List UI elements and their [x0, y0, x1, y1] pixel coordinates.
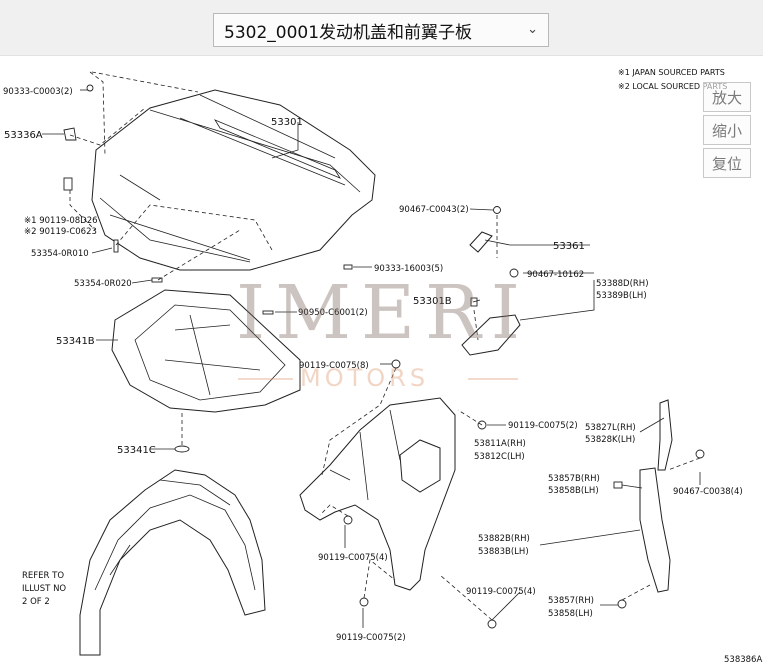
watermark-brand: IMERI [236, 270, 530, 356]
label-53883b: 53883B(LH) [478, 547, 529, 557]
label-90119-c0075-8: 90119-C0075(8) [299, 361, 369, 371]
label-diagram-id: 538386A [724, 655, 762, 665]
zoom-out-button[interactable]: 缩小 [703, 115, 751, 145]
label-53828k: 53828K(LH) [585, 435, 635, 445]
diagram-selector[interactable]: 5302_0001发动机盖和前翼子板 ⌄ [213, 13, 549, 47]
label-90119-c0075-2b: 90119-C0075(2) [336, 633, 406, 643]
hood-prop-clip [469, 231, 493, 253]
label-90467-c0038: 90467-C0038(4) [673, 487, 743, 497]
label-53301b: 53301B [413, 296, 452, 307]
label-90119-08d26: ※1 90119-08D26 [24, 216, 98, 226]
label-90467-10162: 90467-10162 [527, 270, 584, 280]
fender-liner [79, 469, 266, 656]
chevron-down-icon[interactable]: ⌄ [527, 22, 538, 37]
reset-button[interactable]: 复位 [703, 148, 751, 178]
label-53336a: 53336A [4, 130, 43, 141]
diagram-selector-value: 5302_0001发动机盖和前翼子板 [224, 22, 473, 43]
label-53812c: 53812C(LH) [474, 452, 525, 462]
assembly-dashed-lines [69, 71, 701, 621]
note-local-sourced: ※2 LOCAL SOURCED PARTS [618, 82, 728, 91]
label-90467-c0043: 90467-C0043(2) [399, 205, 469, 215]
label-53354-0r010: 53354-0R010 [31, 249, 89, 259]
label-53389b: 53389B(LH) [596, 291, 647, 301]
watermark-line-right [468, 378, 518, 380]
label-53354-0r020: 53354-0R020 [74, 279, 132, 289]
label-refer-to: REFER TO [22, 571, 64, 581]
label-53301: 53301 [271, 117, 303, 128]
label-90333-c0003: 90333-C0003(2) [3, 87, 73, 97]
label-53341c: 53341C [117, 445, 156, 456]
label-53857b: 53857B(RH) [548, 474, 600, 484]
label-90119-c0075-2a: 90119-C0075(2) [508, 421, 578, 431]
zoom-in-button[interactable]: 放大 [703, 82, 751, 112]
label-53811a: 53811A(RH) [474, 439, 526, 449]
watermark-line-left [238, 378, 293, 380]
label-53858b: 53858B(LH) [548, 486, 599, 496]
leader-lines [42, 89, 701, 628]
fender-seal-upper [657, 399, 673, 471]
fender-seal-lower [639, 467, 671, 593]
watermark-sub: MOTORS [300, 364, 430, 392]
label-53882b: 53882B(RH) [478, 534, 530, 544]
label-90119-c0623: ※2 90119-C0623 [24, 227, 97, 237]
hood-insulator [111, 289, 301, 413]
label-53827l: 53827L(RH) [585, 423, 636, 433]
label-53361: 53361 [553, 241, 585, 252]
toolbar: 5302_0001发动机盖和前翼子板 ⌄ [0, 0, 763, 56]
hood-bumper-seal [461, 314, 521, 356]
hood-panel [91, 89, 376, 271]
label-53857: 53857(RH) [548, 596, 594, 606]
part-labels: 90333-C0003(2) 53336A 53301 ※1 90119-08D… [3, 87, 762, 665]
note-japan-sourced: ※1 JAPAN SOURCED PARTS [618, 68, 725, 77]
label-90119-c0075-4b: 90119-C0075(4) [466, 587, 536, 597]
label-90950-c6001: 90950-C6001(2) [298, 308, 368, 318]
label-53388d: 53388D(RH) [596, 279, 649, 289]
label-90333-16003: 90333-16003(5) [374, 264, 443, 274]
label-2-of-2: 2 OF 2 [22, 597, 50, 607]
front-fender [299, 397, 456, 591]
label-90119-c0075-4a: 90119-C0075(4) [318, 553, 388, 563]
label-53341b: 53341B [56, 336, 95, 347]
label-illust-no: ILLUST NO [22, 584, 66, 594]
label-53858: 53858(LH) [548, 609, 593, 619]
parts-diagram: 90333-C0003(2) 53336A 53301 ※1 90119-08D… [3, 71, 762, 665]
